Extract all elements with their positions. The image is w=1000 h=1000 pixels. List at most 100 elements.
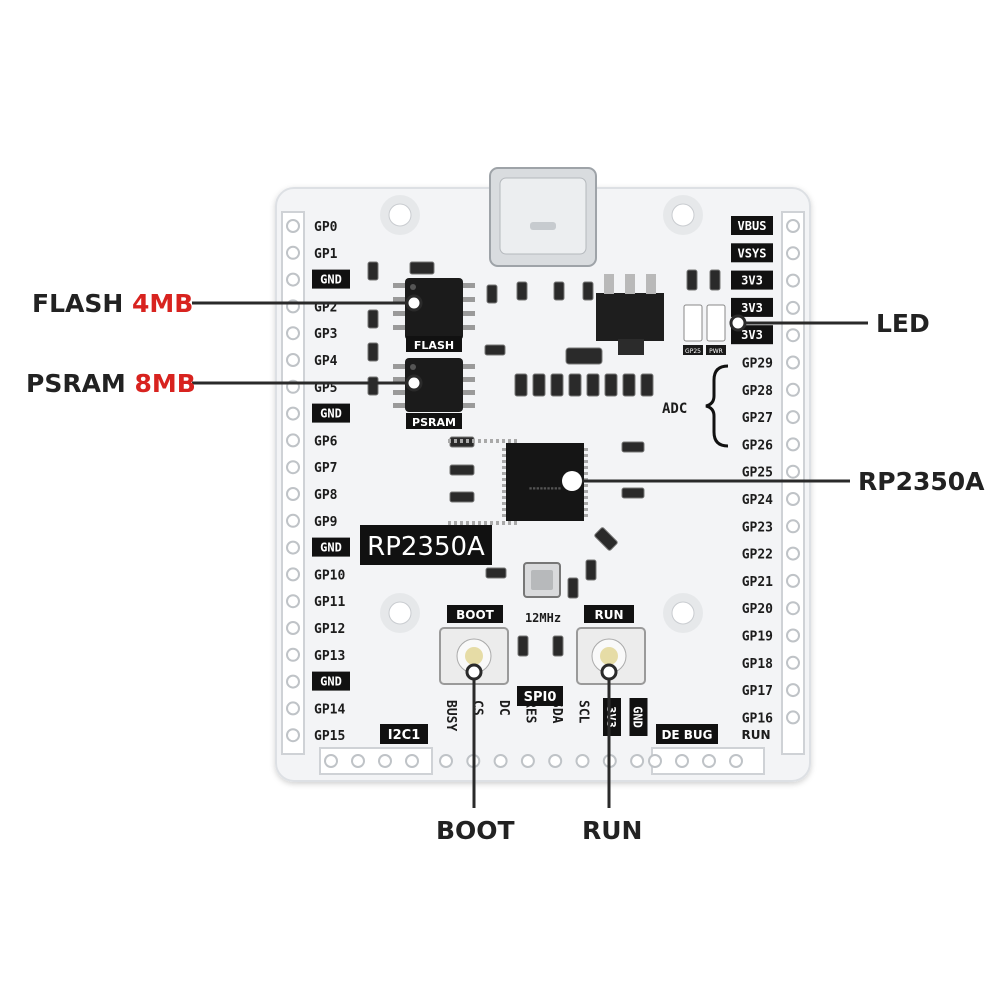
boot-button-label: BOOT	[456, 608, 495, 622]
pin-hole	[286, 353, 300, 367]
led-callout-label: LED	[876, 309, 930, 338]
bottom-pin-label-group: GND	[629, 698, 648, 736]
pin-hole	[786, 300, 800, 315]
left-pin-label: GP0	[314, 220, 338, 235]
psram-chip: PSRAM	[393, 358, 475, 429]
right-pin-label: GP25	[742, 466, 773, 481]
gnd-label-bg	[312, 671, 350, 691]
pin-hole	[786, 219, 800, 233]
pin-hole	[286, 621, 300, 635]
left-pin-label: GP15	[314, 729, 345, 744]
led-callout: LED	[876, 311, 930, 336]
left-pin-label: GND	[320, 541, 342, 555]
left-pin-label: GND	[320, 675, 342, 689]
debug-label: DE BUG	[661, 728, 712, 742]
right-pin-label: GP18	[742, 657, 773, 672]
left-pin-label: GND	[320, 407, 342, 421]
right-pin-header	[781, 211, 805, 755]
bottom-pin-label-group: DC	[496, 700, 511, 716]
right-pin-label: GP24	[742, 493, 773, 508]
pin-hole	[786, 355, 800, 370]
pin-hole	[786, 246, 800, 261]
left-pin-label: GP5	[314, 381, 337, 396]
pin-hole	[286, 567, 300, 582]
left-pin-label: GP4	[314, 354, 338, 369]
pin-hole	[493, 754, 508, 768]
run-pin-label: RUN	[741, 728, 770, 742]
bottom-pin-label-group: BUSY	[443, 700, 458, 731]
right-pin-labels: VBUSVSYS3V33V33V3GP29GP28GP27GP26GP25GP2…	[731, 216, 773, 726]
run-button[interactable]: RUN	[576, 605, 646, 685]
pin-hole	[786, 683, 800, 698]
pin-hole	[405, 754, 419, 768]
pin-hole	[286, 513, 300, 528]
right-pin-label: GP20	[742, 602, 773, 617]
pin-hole	[286, 647, 300, 662]
pin-hole	[286, 674, 300, 689]
pin-hole	[548, 754, 563, 768]
left-pin-label: GP9	[314, 515, 337, 530]
mounting-holes	[380, 195, 703, 633]
psram-callout-label: PSRAM	[26, 369, 126, 398]
pin-hole	[786, 710, 800, 725]
left-pin-label: GP10	[314, 568, 345, 583]
right-pin-label: GP17	[742, 684, 773, 699]
led-pwr-label: PWR	[709, 348, 723, 355]
bottom-pin-label: BUSY	[443, 700, 458, 731]
usb-c-connector	[489, 167, 597, 267]
pin-hole	[786, 410, 800, 425]
right-pin-label: GP22	[742, 548, 773, 563]
power-label-bg	[731, 270, 773, 290]
right-pin-label: GP19	[742, 630, 773, 645]
pin-hole	[378, 754, 392, 768]
right-pin-label: GP28	[742, 384, 773, 399]
pin-hole	[286, 433, 300, 448]
pin-hole	[786, 437, 800, 452]
pin-hole	[286, 219, 300, 233]
bottom-pin-label: 3V3	[604, 706, 618, 728]
bottom-label-bg	[629, 698, 648, 736]
i2c1-label: I2C1	[388, 728, 420, 743]
boot-button[interactable]: BOOT	[439, 605, 509, 685]
pin-hole	[286, 272, 300, 287]
pin-hole	[286, 594, 300, 609]
right-pin-label: GP21	[742, 575, 773, 590]
bottom-pin-label: DC	[496, 700, 511, 716]
bottom-pin-label-group: CS	[470, 700, 485, 716]
pin-hole	[786, 655, 800, 670]
right-pin-label: GP23	[742, 520, 773, 535]
pin-hole	[439, 754, 453, 768]
pin-hole	[786, 519, 800, 534]
bottom-pin-label: GND	[631, 706, 645, 728]
right-pin-label: VSYS	[738, 246, 767, 260]
flash-chip: FLASH	[393, 278, 475, 352]
pin-hole	[786, 546, 800, 561]
pin-hole	[520, 754, 535, 768]
chip-callout-label: RP2350A	[858, 467, 985, 496]
pin-hole	[729, 754, 743, 768]
pin-hole	[648, 754, 662, 768]
smd-components	[367, 261, 721, 657]
left-pin-header	[281, 211, 305, 755]
right-pin-label: 3V3	[741, 274, 763, 288]
rp2350a-board-label: RP2350A	[360, 525, 492, 565]
pin-hole	[286, 245, 300, 260]
left-pin-label: GP7	[314, 461, 337, 476]
gnd-label-bg	[312, 537, 350, 557]
flash-chip-label: FLASH	[414, 339, 454, 352]
bottom-pin-label: SCL	[576, 700, 591, 724]
right-pin-label: 3V3	[741, 301, 763, 315]
pin-hole	[675, 754, 689, 768]
leader-lines	[192, 294, 868, 808]
left-pin-label: GP6	[314, 434, 338, 449]
gnd-label-bg	[312, 403, 350, 423]
boot-callout: BOOT	[436, 818, 515, 843]
right-pin-label: GP27	[742, 411, 773, 426]
pin-hole	[286, 728, 300, 743]
pin-hole	[286, 460, 300, 475]
adc-bracket: ADC	[662, 364, 729, 448]
pin-hole	[286, 326, 300, 341]
pin-hole	[286, 701, 300, 716]
pin-hole	[286, 540, 300, 555]
left-pin-label: GND	[320, 273, 342, 287]
